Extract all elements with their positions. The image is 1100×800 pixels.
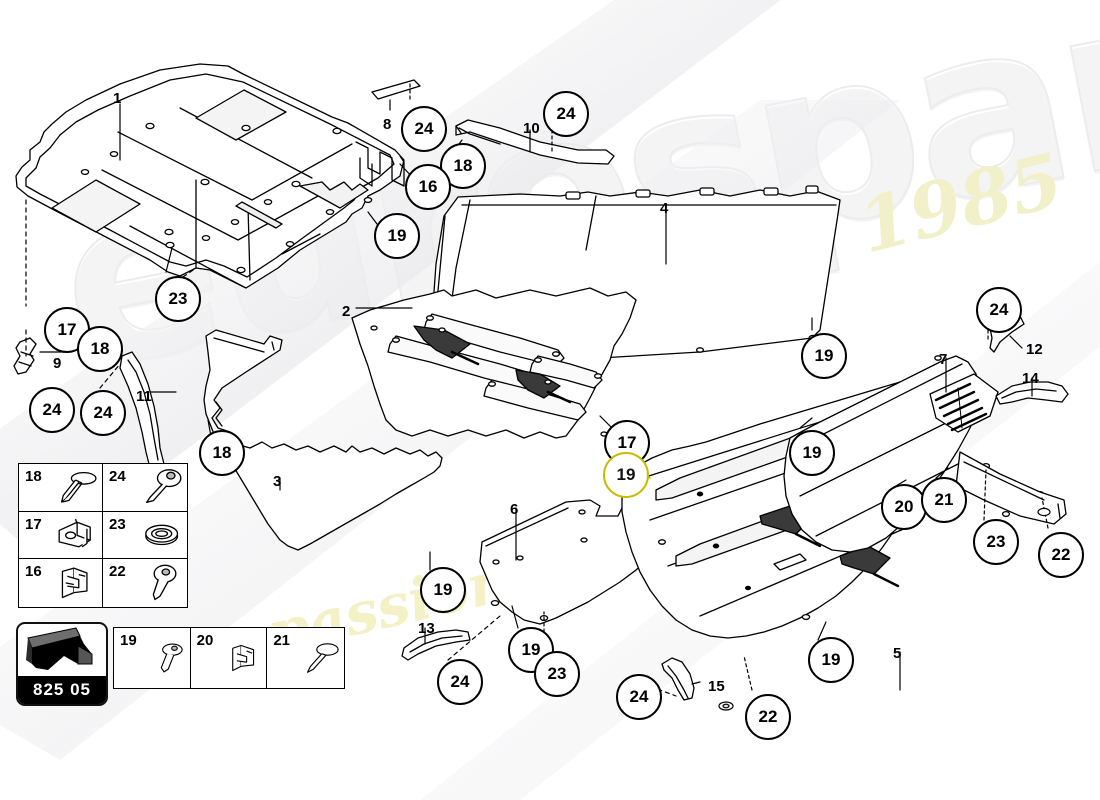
callout-23[interactable]: 23 [534,651,580,697]
plastic-screw-icon [135,561,185,605]
fastener-legend-primary: 18 24 17 [18,463,188,608]
part-6-flat-panel [479,499,661,625]
expanding-rivet-icon [146,630,188,686]
part-label-11: 11 [136,388,152,405]
bracket-clip-icon [51,514,100,557]
part-1-floor-panel [15,63,405,289]
part-label-4: 4 [660,200,669,217]
part-label-10: 10 [523,120,540,137]
legend-cell[interactable]: 24 [103,464,187,512]
part-label-8: 8 [383,116,392,133]
part-label-5: 5 [893,645,902,662]
callout-18[interactable]: 18 [77,326,123,372]
washer-ring-icon [135,514,185,557]
part-7-vent-panel [783,355,1067,553]
legend-number: 18 [25,468,42,485]
legend-number: 24 [109,468,126,485]
legend-cell[interactable]: 17 [19,511,103,560]
legend-cell[interactable]: 16 [19,559,103,607]
part-label-6: 6 [510,501,519,518]
part-label-9: 9 [53,355,62,372]
push-pin-icon [299,630,342,686]
callout-23[interactable]: 23 [973,519,1019,565]
callout-24[interactable]: 24 [437,659,483,705]
callout-18[interactable]: 18 [199,430,245,476]
callout-19[interactable]: 19 [808,637,854,683]
legend-cell[interactable]: 18 [19,464,103,512]
callout-16[interactable]: 16 [405,164,451,210]
part-10-curved-trim [455,119,615,165]
part-label-7: 7 [939,351,948,368]
callout-19[interactable]: 19 [789,430,835,476]
part-label-1: 1 [113,90,122,107]
legend-number: 22 [109,563,126,581]
callout-22[interactable]: 22 [1038,532,1084,578]
callout-23[interactable]: 23 [155,276,201,322]
legend-number: 23 [109,515,126,533]
part-label-13: 13 [418,620,435,637]
group-badge[interactable]: 825 05 [16,622,108,706]
callout-24[interactable]: 24 [401,106,447,152]
legend-number: 19 [120,632,137,649]
callout-24[interactable]: 24 [543,91,589,137]
callout-24[interactable]: 24 [29,387,75,433]
callout-21[interactable]: 21 [921,477,967,523]
part-2-centre-panel [351,287,637,439]
part-11-curved-trim [119,351,165,473]
callout-24[interactable]: 24 [976,287,1022,333]
u-clip-icon [223,630,265,686]
floor-panel-icon [26,627,93,670]
callout-24[interactable]: 24 [616,674,662,720]
part-label-3: 3 [273,473,282,490]
part-9-bracket [13,337,37,375]
part-8-strip [371,79,421,100]
callout-19[interactable]: 19 [801,333,847,379]
callout-19[interactable]: 19 [420,567,466,613]
legend-cell[interactable]: 22 [103,559,187,607]
legend-number: 20 [196,632,214,649]
screw-grommet-icon [135,466,185,509]
legend-number: 17 [25,515,42,533]
part-label-15: 15 [708,678,725,695]
legend-cell[interactable]: 20 [191,628,268,688]
fastener-legend-secondary: 19 20 21 [113,627,345,689]
part-15-trim [661,657,695,701]
callout-20[interactable]: 20 [881,484,927,530]
legend-number: 21 [273,632,291,649]
callout-19[interactable]: 19 [374,213,420,259]
spring-clip-icon [51,561,100,605]
legend-cell[interactable]: 23 [103,512,187,560]
push-rivet-pin-icon [51,466,100,509]
part-13-trim [401,629,471,661]
callout-22[interactable]: 22 [745,694,791,740]
part-label-14: 14 [1022,370,1039,387]
legend-number: 16 [25,563,42,581]
group-code: 825 05 [18,676,106,704]
part-label-2: 2 [342,303,351,320]
legend-cell[interactable]: 19 [114,628,191,688]
callout-24[interactable]: 24 [80,390,126,436]
callout-19[interactable]: 19 [603,452,649,498]
part-label-12: 12 [1026,341,1043,358]
legend-cell[interactable]: 21 [267,628,344,688]
